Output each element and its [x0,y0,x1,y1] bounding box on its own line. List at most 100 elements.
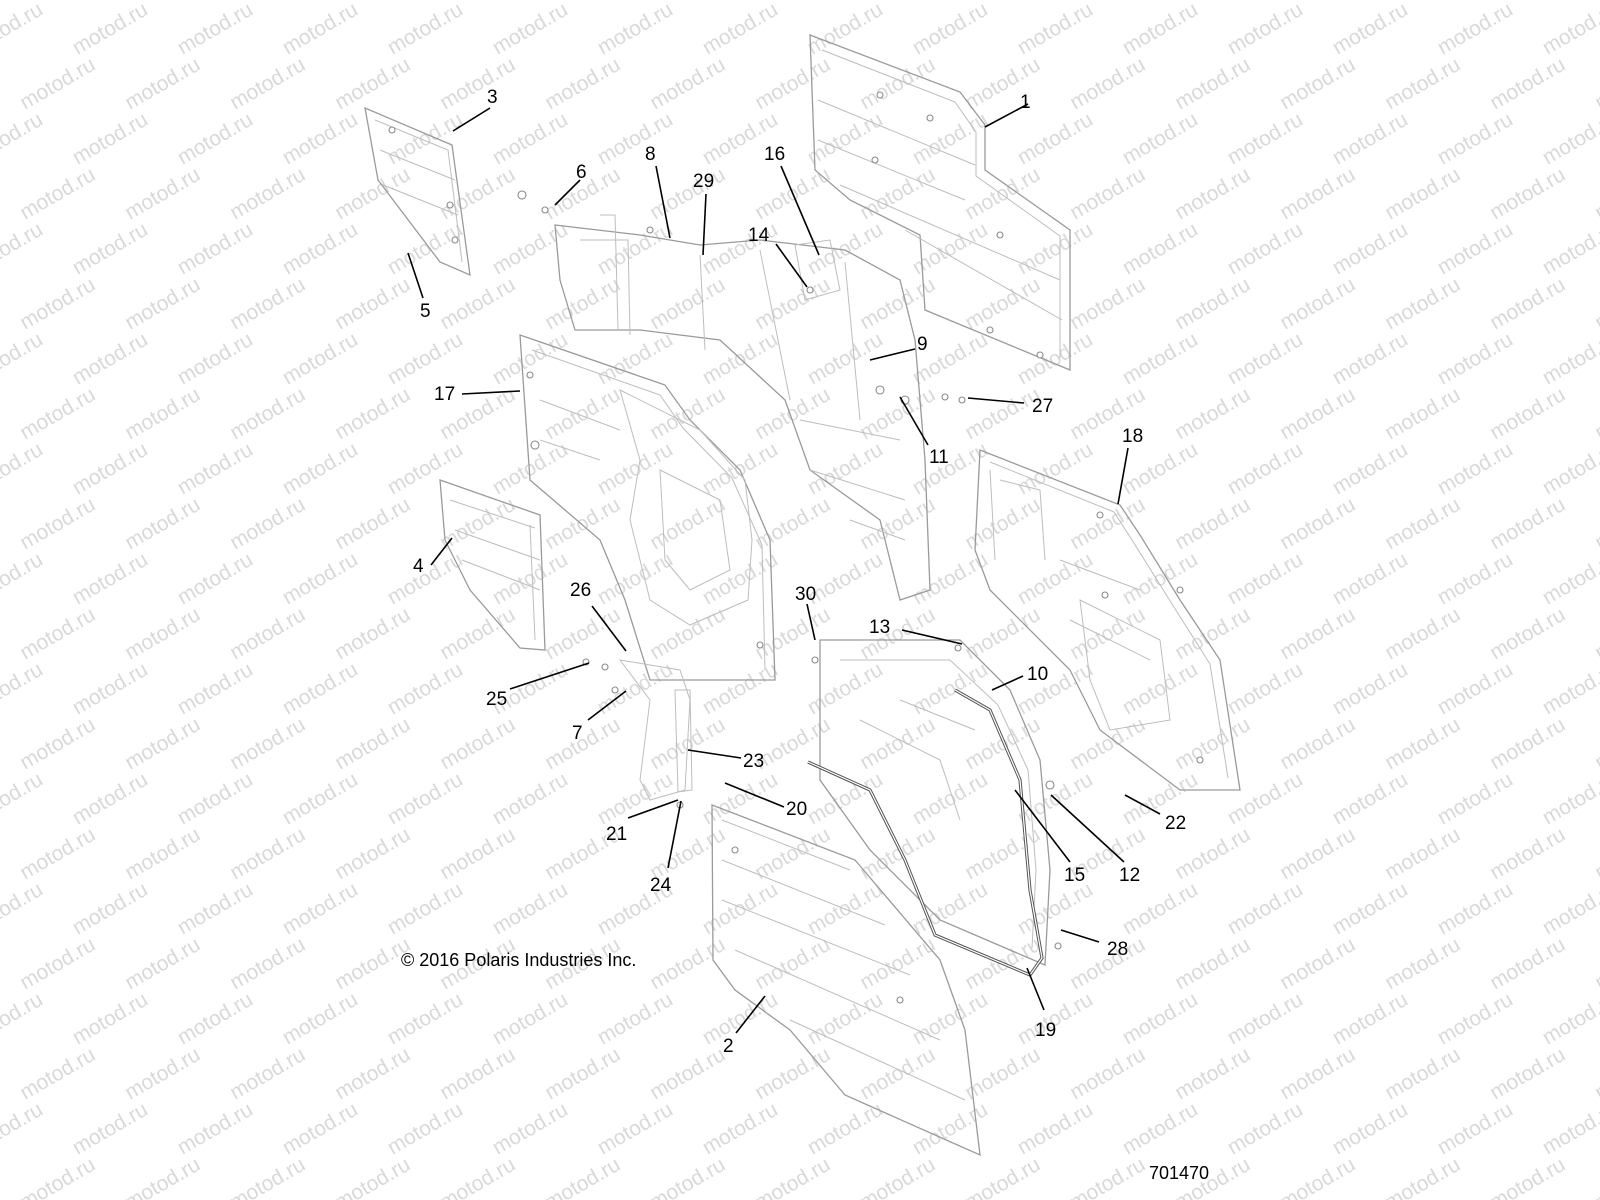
watermark-text: motod.ru [436,1153,519,1200]
watermark-text: motod.ru [1171,383,1254,444]
watermark-text: motod.ru [16,1153,99,1200]
watermark-text: motod.ru [1486,383,1569,444]
watermark-text: motod.ru [594,768,677,829]
watermark-text: motod.ru [541,383,624,444]
watermark-text: motod.ru [961,273,1044,334]
watermark-text: motod.ru [69,108,152,169]
leader-7 [587,690,627,721]
watermark-text: motod.ru [16,933,99,994]
watermark-text: motod.ru [0,438,47,499]
watermark-text: motod.ru [1486,713,1569,774]
watermark-text: motod.ru [1434,1098,1517,1159]
callout-30: 30 [795,584,816,605]
leader-23 [687,749,742,759]
watermark-text: motod.ru [909,0,992,59]
leader-17 [461,390,521,395]
watermark-text: motod.ru [1329,988,1412,1049]
callout-14: 14 [748,225,770,246]
watermark-text: motod.ru [1329,768,1412,829]
leader-27 [967,397,1025,404]
leader-1 [984,103,1029,128]
callout-16: 16 [764,144,785,165]
leader-29 [702,193,707,256]
callout-9: 9 [917,334,928,355]
watermark-text: motod.ru [804,0,887,59]
callout-5: 5 [420,301,431,322]
watermark-text: motod.ru [1486,53,1569,114]
watermark-text: motod.ru [751,1043,834,1104]
watermark-text: motod.ru [226,493,309,554]
watermark-text: motod.ru [69,658,152,719]
watermark-text: motod.ru [226,603,309,664]
watermark-text: motod.ru [0,548,47,609]
watermark-text: motod.ru [909,768,992,829]
watermark-text: motod.ru [1066,713,1149,774]
watermark-text: motod.ru [174,548,257,609]
watermark-text: motod.ru [1486,933,1569,994]
callout-19: 19 [1035,1020,1056,1041]
watermark-text: motod.ru [1486,1153,1569,1200]
watermark-text: motod.ru [69,438,152,499]
part-2-lower-door-panel [711,804,981,1157]
central-frame-assembly [517,190,966,601]
leader-19 [1026,967,1045,1011]
watermark-text: motod.ru [751,383,834,444]
watermark-text: motod.ru [1276,383,1359,444]
watermark-text: motod.ru [226,1043,309,1104]
watermark-text: motod.ru [699,438,782,499]
watermark-text: motod.ru [69,878,152,939]
watermark-text: motod.ru [1329,878,1412,939]
callout-2: 2 [723,1036,734,1057]
leader-6 [554,179,581,206]
watermark-text: motod.ru [1276,163,1359,224]
watermark-text: motod.ru [121,713,204,774]
watermark-text: motod.ru [751,273,834,334]
watermark-text: motod.ru [226,1153,309,1200]
copyright-notice: © 2016 Polaris Industries Inc. [401,950,636,970]
callout-25: 25 [486,689,507,710]
watermark-text: motod.ru [1014,108,1097,169]
watermark-text: motod.ru [1539,1098,1600,1159]
watermark-text: motod.ru [1434,108,1517,169]
leader-15 [1014,789,1071,863]
callout-22: 22 [1165,813,1186,834]
watermark-text: motod.ru [489,108,572,169]
watermark-text: motod.ru [1486,603,1569,664]
watermark-text: motod.ru [1066,493,1149,554]
watermark-text: motod.ru [384,1098,467,1159]
leader-22 [1124,794,1161,815]
watermark-text: motod.ru [804,1098,887,1159]
watermark-text: motod.ru [909,878,992,939]
watermark-text: motod.ru [0,328,47,389]
watermark-text: motod.ru [1119,108,1202,169]
callout-29: 29 [693,171,714,192]
parts-layer [364,34,1241,1157]
watermark-text: motod.ru [1171,1043,1254,1104]
watermark-text: motod.ru [1171,53,1254,114]
watermark-text: motod.ru [961,823,1044,884]
watermark-text: motod.ru [1539,548,1600,609]
watermark-text: motod.ru [646,273,729,334]
callout-8: 8 [645,144,656,165]
part-3-upper-left-trim [364,106,471,277]
watermark-text: motod.ru [489,328,572,389]
watermark-text: motod.ru [699,878,782,939]
watermark-text: motod.ru [856,1153,939,1200]
leader-4 [430,537,453,566]
watermark-text: motod.ru [384,768,467,829]
right-lower-door-frame [811,639,1062,966]
watermark-text: motod.ru [0,988,47,1049]
watermark-text: motod.ru [279,878,362,939]
watermark-text: motod.ru [489,768,572,829]
watermark-text: motod.ru [1434,218,1517,279]
callout-11: 11 [929,447,949,468]
watermark-text: motod.ru [646,1153,729,1200]
watermark-text: motod.ru [1381,1043,1464,1104]
watermark-text: motod.ru [961,53,1044,114]
watermark-text: motod.ru [1171,603,1254,664]
watermark-text: motod.ru [1591,1043,1600,1104]
watermark-text: motod.ru [69,988,152,1049]
leader-9 [869,348,916,361]
watermark-text: motod.ru [1591,933,1600,994]
callout-12: 12 [1119,865,1140,886]
